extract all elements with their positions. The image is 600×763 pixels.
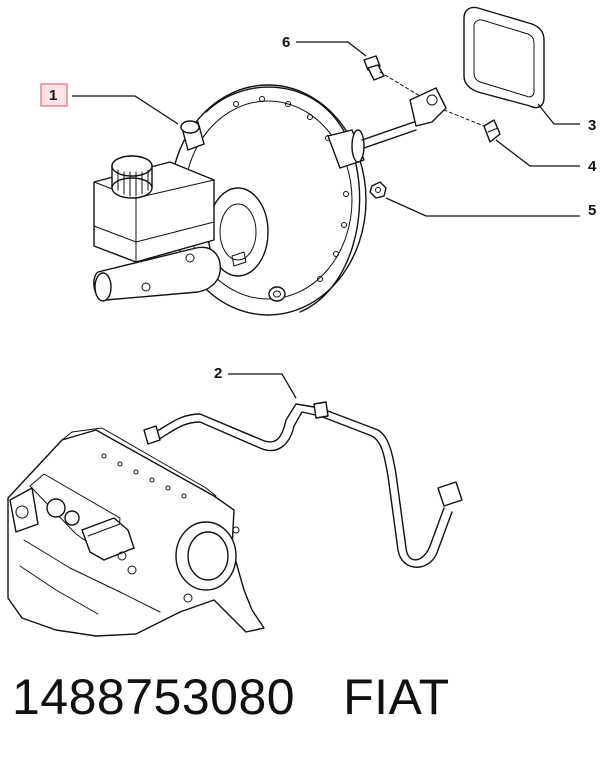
svg-text:2: 2 — [214, 365, 222, 382]
svg-text:6: 6 — [282, 34, 290, 51]
intake-manifold — [7, 427, 265, 637]
part-number: 1488753080 — [12, 669, 296, 725]
svg-text:5: 5 — [588, 202, 596, 219]
gasket-part — [463, 6, 545, 109]
leader-4 — [495, 139, 580, 167]
callout-2[interactable]: 2 — [214, 365, 222, 382]
vacuum-hose — [143, 401, 463, 568]
nut-part — [369, 181, 387, 199]
svg-text:3: 3 — [588, 117, 596, 134]
callout-6[interactable]: 6 — [282, 34, 290, 51]
bolt-part — [363, 55, 385, 81]
callout-5[interactable]: 5 — [588, 202, 596, 219]
clip-part — [483, 119, 501, 143]
svg-text:1: 1 — [49, 87, 57, 104]
leader-3 — [537, 103, 580, 125]
leader-6 — [296, 41, 367, 57]
footer: 1488753080 FIAT — [12, 668, 592, 738]
leader-2 — [228, 373, 297, 399]
brand-name: FIAT — [343, 669, 450, 725]
leader-5 — [385, 197, 580, 217]
push-rod — [327, 87, 447, 169]
parts-diagram: 1 — [7, 6, 597, 637]
callout-3[interactable]: 3 — [588, 117, 596, 134]
callout-4[interactable]: 4 — [588, 158, 597, 175]
callout-1[interactable]: 1 — [40, 83, 68, 107]
leader-1 — [72, 95, 179, 125]
master-cylinder — [93, 155, 221, 302]
svg-text:4: 4 — [588, 158, 597, 175]
